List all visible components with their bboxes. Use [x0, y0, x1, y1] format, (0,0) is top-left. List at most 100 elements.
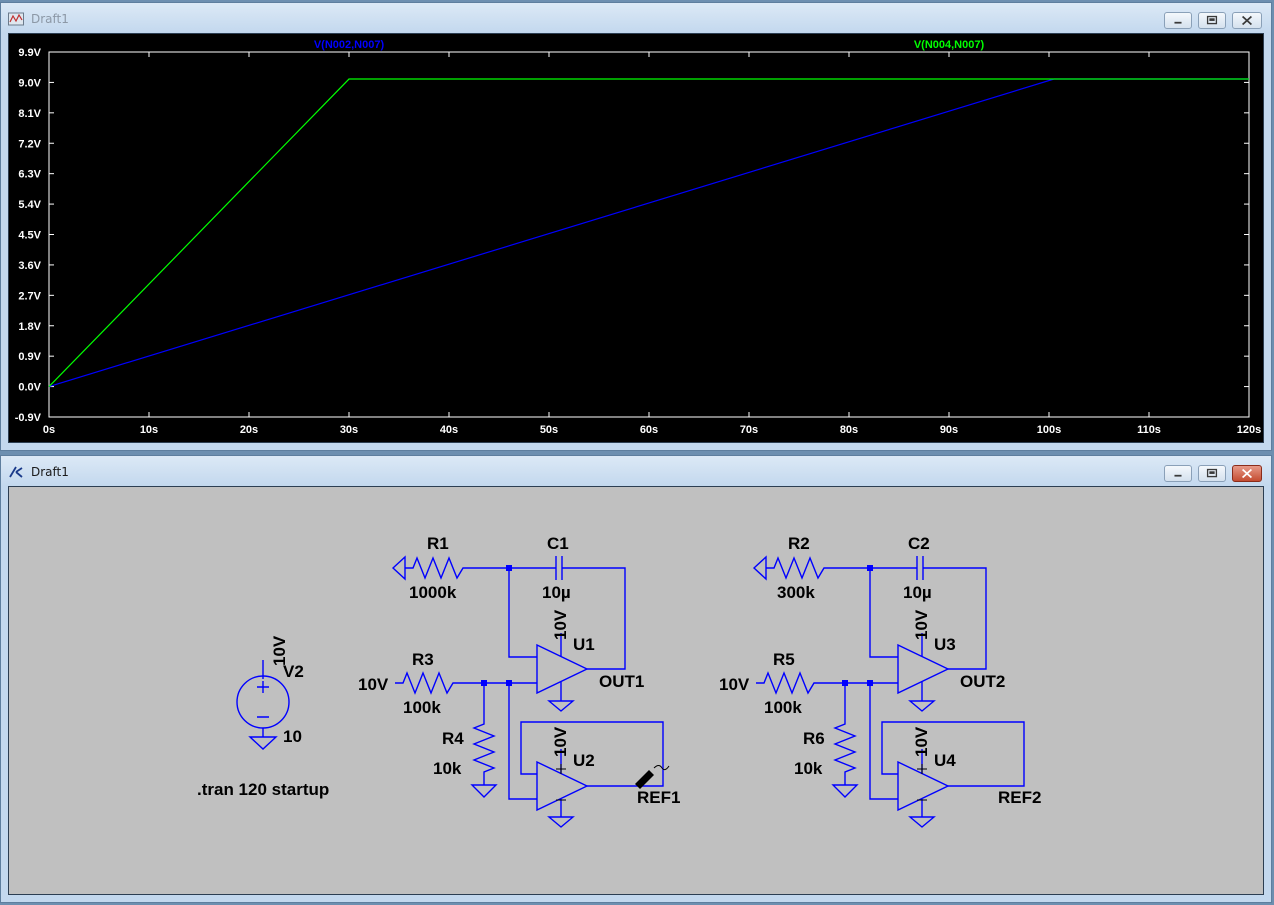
r6-value: 10k [794, 759, 823, 778]
u1-supply: 10V [551, 609, 570, 640]
x-tick-label: 10s [140, 424, 158, 436]
y-tick-label: 2.7V [18, 290, 41, 302]
y-tick-label: 6.3V [18, 169, 41, 181]
close-button[interactable] [1232, 465, 1262, 482]
x-tick-label: 40s [440, 424, 458, 436]
y-tick-label: 1.8V [18, 321, 41, 333]
resistor-r2[interactable] [766, 556, 870, 580]
y-tick-label: -0.9V [15, 412, 42, 424]
r5-net-label: 10V [719, 675, 750, 694]
v2-value: 10 [283, 727, 302, 746]
x-tick-label: 30s [340, 424, 358, 436]
c1-name: C1 [547, 534, 569, 553]
schematic-title-bar[interactable]: Draft1 [1, 456, 1271, 486]
ground-flag-icon [391, 555, 406, 581]
u3-name: U3 [934, 635, 956, 654]
x-tick-label: 0s [43, 424, 55, 436]
x-tick-label: 90s [940, 424, 958, 436]
r6-name: R6 [803, 729, 825, 748]
resistor-r5[interactable] [756, 671, 898, 695]
capacitor-c2[interactable] [870, 556, 987, 670]
minimize-icon [1174, 21, 1182, 24]
r4-value: 10k [433, 759, 462, 778]
u2-supply: 10V [551, 726, 570, 757]
restore-icon [1206, 468, 1218, 478]
integrator-circuit-right [752, 555, 1025, 828]
ground-flag-icon [752, 555, 767, 581]
r2-value: 300k [777, 583, 815, 602]
voltage-source-v2[interactable] [236, 660, 290, 750]
schematic-window-title: Draft1 [31, 465, 69, 479]
y-tick-label: 9.9V [18, 47, 41, 59]
minimize-button[interactable] [1164, 12, 1192, 29]
waveform-app-icon [8, 12, 24, 26]
ground-icon [908, 816, 936, 828]
schematic-drawing[interactable]: 10V V2 10 .tran 120 startup [9, 487, 1265, 896]
r5-name: R5 [773, 650, 795, 669]
restore-icon [1206, 15, 1218, 25]
trace-label[interactable]: V(N004,N007) [914, 39, 985, 51]
u3-supply: 10V [912, 609, 931, 640]
restore-button[interactable] [1198, 465, 1226, 482]
schematic-app-icon [9, 466, 23, 478]
y-tick-label: 8.1V [18, 108, 41, 120]
r3-name: R3 [412, 650, 434, 669]
waveform-window-title: Draft1 [31, 12, 69, 26]
out1-label: OUT1 [599, 672, 644, 691]
ground-icon [908, 700, 936, 712]
r1-value: 1000k [409, 583, 457, 602]
ground-icon [248, 736, 278, 750]
minimize-button[interactable] [1164, 465, 1192, 482]
x-tick-label: 20s [240, 424, 258, 436]
ref1-label: REF1 [637, 788, 680, 807]
opamp-u2[interactable] [536, 760, 589, 812]
y-tick-label: 7.2V [18, 138, 41, 150]
u2-name: U2 [573, 751, 595, 770]
v2-name: V2 [283, 662, 304, 681]
waveform-chart[interactable]: 9.9V9.0V8.1V7.2V6.3V5.4V4.5V3.6V2.7V1.8V… [9, 34, 1265, 445]
opamp-u3[interactable] [897, 643, 950, 695]
capacitor-c1[interactable] [509, 556, 626, 670]
x-tick-label: 60s [640, 424, 658, 436]
resistor-r6[interactable] [833, 683, 857, 785]
waveform-title-bar[interactable]: Draft1 [1, 3, 1271, 33]
resistor-r4[interactable] [472, 683, 496, 785]
resistor-r3[interactable] [395, 671, 537, 695]
y-tick-label: 9.0V [18, 77, 41, 89]
ground-icon [547, 700, 575, 712]
opamp-u4[interactable] [897, 760, 950, 812]
close-button[interactable] [1232, 12, 1262, 29]
x-tick-label: 80s [840, 424, 858, 436]
u1-name: U1 [573, 635, 595, 654]
schematic-canvas[interactable]: 10V V2 10 .tran 120 startup [8, 486, 1264, 895]
out2-label: OUT2 [960, 672, 1005, 691]
y-tick-label: 0.9V [18, 351, 41, 363]
r4-name: R4 [442, 729, 464, 748]
c2-value: 10µ [903, 583, 932, 602]
resistor-r1[interactable] [405, 556, 509, 580]
ground-icon [831, 784, 859, 798]
ground-icon [470, 784, 498, 798]
u4-name: U4 [934, 751, 956, 770]
c1-value: 10µ [542, 583, 571, 602]
r3-net-label: 10V [358, 675, 389, 694]
restore-button[interactable] [1198, 12, 1226, 29]
trace-line[interactable] [48, 78, 1249, 388]
integrator-circuit-left [391, 555, 664, 828]
trace-label[interactable]: V(N002,N007) [314, 39, 385, 51]
y-tick-label: 5.4V [18, 199, 41, 211]
u4-supply: 10V [912, 726, 931, 757]
trace-line[interactable] [48, 78, 1249, 388]
plot-frame [48, 51, 1250, 418]
y-tick-label: 0.0V [18, 382, 41, 394]
y-tick-label: 4.5V [18, 230, 41, 242]
opamp-u1[interactable] [536, 643, 589, 695]
schematic-window: Draft1 10V V2 10 .tran 120 startup [0, 455, 1272, 903]
ground-icon [547, 816, 575, 828]
r1-name: R1 [427, 534, 449, 553]
x-tick-label: 100s [1037, 424, 1061, 436]
spice-directive[interactable]: .tran 120 startup [197, 780, 329, 799]
minimize-icon [1174, 474, 1182, 477]
